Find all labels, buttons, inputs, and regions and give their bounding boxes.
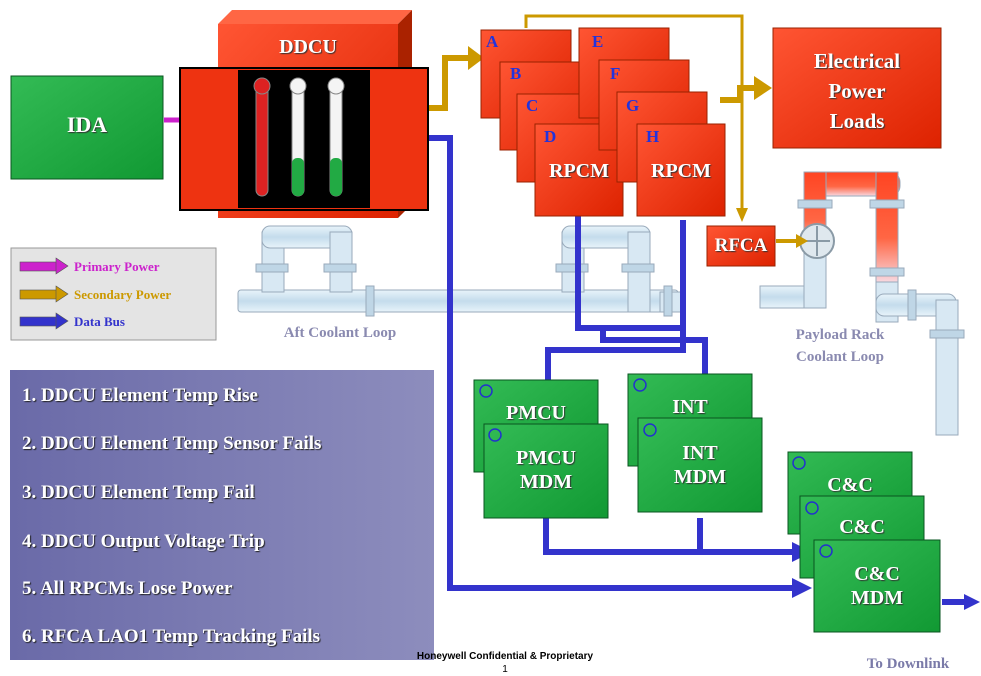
electrical-loads-box: [772, 27, 942, 149]
ida-label: IDA: [66, 112, 108, 137]
int-mdm-line2: MDM: [673, 466, 727, 488]
cc-mdm-line2: MDM: [850, 587, 904, 609]
aft-coolant-pipe: [237, 225, 683, 317]
rpcm-h-label: RPCM: [651, 160, 711, 182]
rpcm-letter-a: A: [486, 32, 499, 51]
issue-item: 3. DDCU Element Temp Fail: [22, 482, 255, 503]
issue-item: 5. All RPCMs Lose Power: [22, 578, 233, 599]
cc-mdm-line1: C&C: [854, 563, 900, 585]
rpcm-d-label: RPCM: [549, 160, 609, 182]
data-bus-lines: [428, 135, 966, 605]
page-number: 1: [502, 664, 508, 675]
electrical-loads-line1: Electrical: [813, 49, 901, 73]
electrical-loads-line3: Loads: [829, 109, 885, 133]
electrical-loads-label: Electrical Power Loads: [773, 46, 941, 136]
int-back-label: INT: [672, 396, 708, 418]
cc-mdm-label: C&C MDM: [814, 562, 940, 610]
thermometer-hot-icon: [253, 77, 271, 197]
issue-item: 1. DDCU Element Temp Rise: [22, 385, 258, 406]
rpcm-letter-b: B: [510, 64, 522, 83]
rpcm-letter-d: D: [544, 127, 557, 146]
secondary-power-lines: [428, 14, 798, 243]
pmcu-mdm-line2: MDM: [519, 471, 573, 493]
payload-coolant-label: Payload Rack Coolant Loop: [770, 324, 910, 368]
int-mdm-stack: [627, 373, 763, 513]
issue-item: 2. DDCU Element Temp Sensor Fails: [22, 433, 322, 454]
confidential-footer: Honeywell Confidential & Proprietary: [416, 651, 594, 662]
thermometer-icons: [253, 77, 345, 197]
rfca-box: [706, 225, 776, 267]
pmcu-mdm-label: PMCU MDM: [484, 446, 608, 494]
ida-box: [10, 75, 164, 180]
legend-primary-power: Primary Power: [74, 259, 160, 274]
payload-coolant-line1: Payload Rack: [795, 327, 885, 343]
pmcu-back-label: PMCU: [506, 402, 566, 424]
thermometer-normal-icon: [289, 77, 307, 197]
legend-secondary-power: Secondary Power: [74, 287, 172, 302]
issue-item: 6. RFCA LAO1 Temp Tracking Fails: [22, 626, 321, 647]
electrical-loads-line2: Power: [828, 79, 886, 103]
rpcm-letter-h: H: [646, 127, 660, 146]
rpcm-letter-f: F: [610, 64, 621, 83]
thermometer-normal-icon-2: [327, 77, 345, 197]
payload-coolant-pipe: [759, 171, 965, 436]
secondary-power-arrowheads: [468, 46, 808, 248]
cc-back-label-1: C&C: [827, 474, 873, 496]
payload-coolant-line2: Coolant Loop: [796, 349, 884, 365]
rpcm-stack-right: [578, 27, 726, 217]
issues-panel: [10, 370, 434, 660]
int-mdm-label: INT MDM: [638, 441, 762, 489]
issue-item: 4. DDCU Output Voltage Trip: [22, 531, 265, 552]
rfca-label: RFCA: [714, 235, 768, 256]
to-downlink-label: To Downlink: [866, 656, 950, 672]
rpcm-letter-c: C: [526, 96, 539, 115]
ddcu-label: DDCU: [279, 36, 337, 58]
cc-mdm-stack: [787, 451, 941, 633]
legend-data-bus: Data Bus: [74, 314, 125, 329]
int-mdm-line1: INT: [682, 442, 718, 464]
clock-icons: [479, 378, 833, 558]
aft-coolant-label: Aft Coolant Loop: [283, 325, 397, 341]
pmcu-mdm-stack: [473, 379, 609, 519]
pmcu-mdm-line1: PMCU: [516, 447, 576, 469]
rpcm-letter-e: E: [592, 32, 604, 51]
legend-arrows: [19, 257, 69, 330]
cc-back-label-2: C&C: [839, 516, 885, 538]
rpcm-letter-g: G: [626, 96, 640, 115]
